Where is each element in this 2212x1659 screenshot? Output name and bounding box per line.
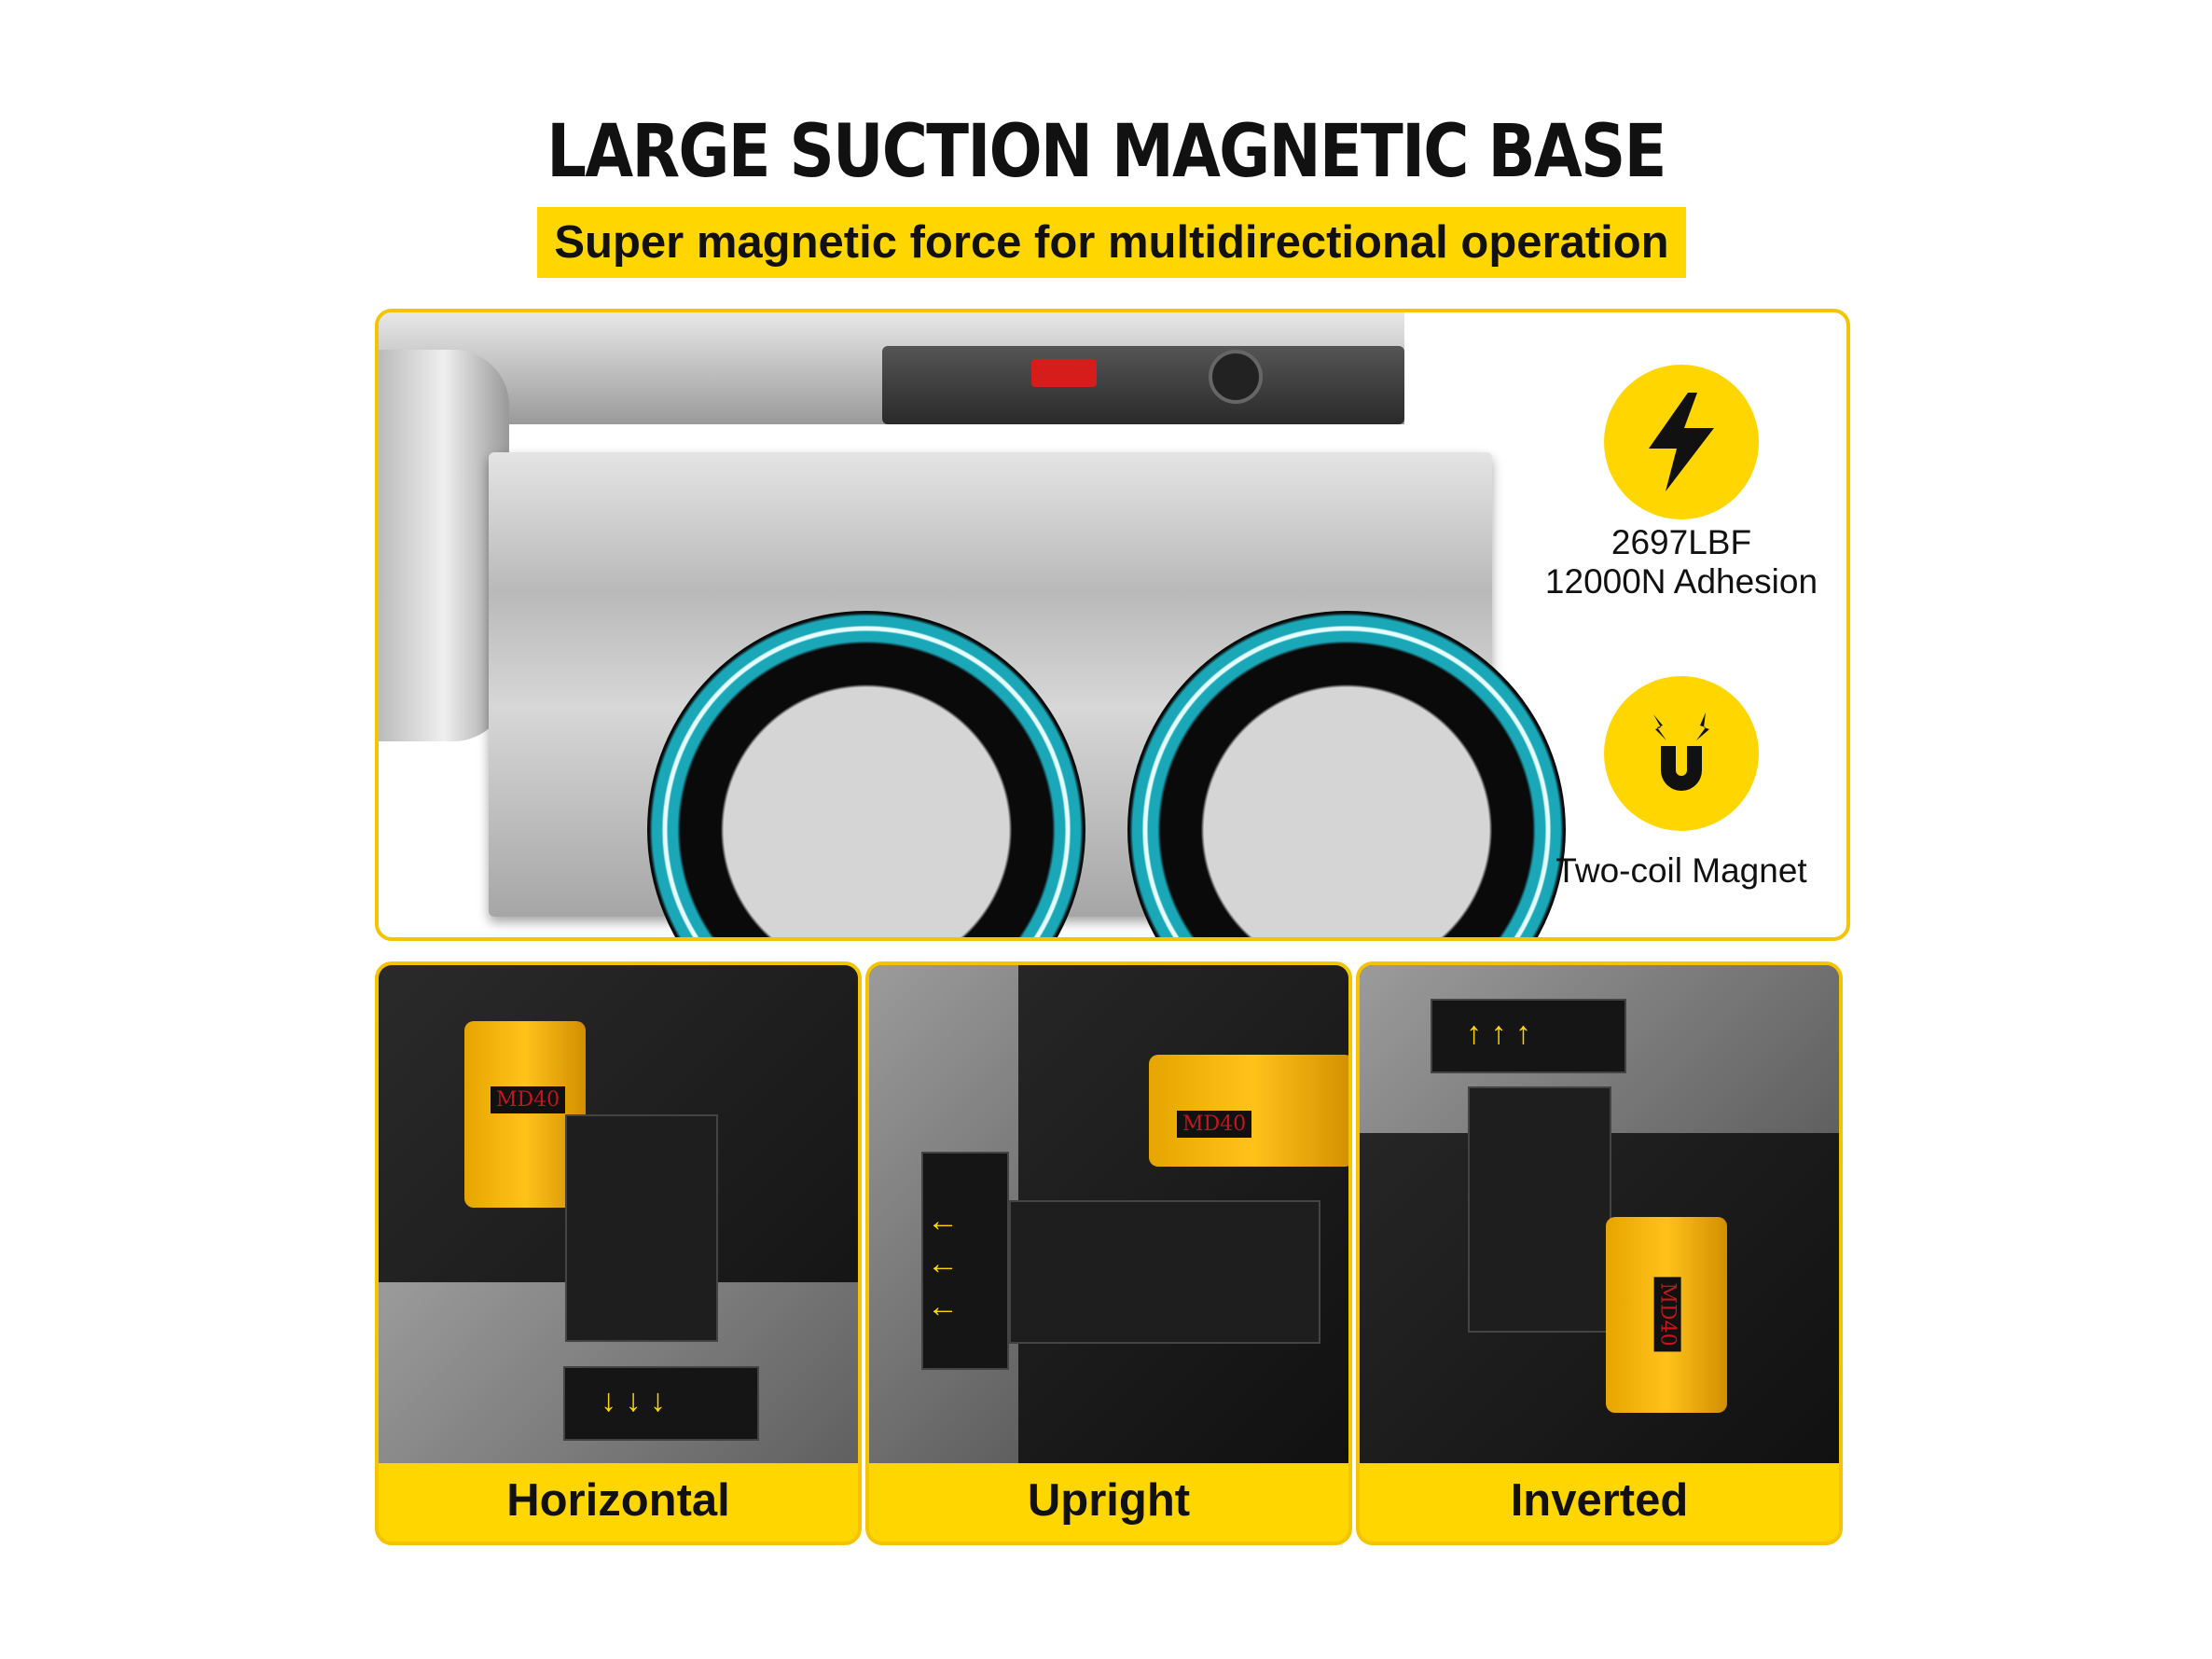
orientation-label: Horizontal (506, 1475, 730, 1526)
red-switch (1031, 359, 1097, 387)
magnetic-base-panel: 2697LBF 12000N Adhesion Two-coil Magnet (375, 309, 1850, 941)
subtitle-banner: Super magnetic force for multidirectiona… (537, 207, 1686, 278)
arrow-down-icons: ↓ ↓ ↓ (601, 1383, 666, 1418)
control-plate (882, 346, 1404, 424)
drill-model-label: MD40 (491, 1086, 566, 1113)
drill-model-label: MD40 (1653, 1277, 1681, 1352)
lightning-bolt-icon (1604, 365, 1759, 519)
horseshoe-magnet-icon (1604, 676, 1759, 831)
magnet-coil-right (1127, 611, 1566, 937)
magnet-label: Two-coil Magnet (1555, 851, 1807, 890)
upright-photo: MD40 ←←← (869, 965, 1348, 1463)
magnet-foot (563, 1366, 759, 1441)
control-knob (1209, 350, 1263, 404)
orientation-horizontal: MD40 ↓ ↓ ↓ Horizontal (375, 961, 862, 1545)
orientation-label: Inverted (1510, 1475, 1689, 1526)
motor-body (379, 350, 509, 741)
arrow-up-icons: ↑ ↑ ↑ (1466, 1016, 1531, 1051)
adhesion-lbf: 2697LBF (1611, 523, 1752, 561)
magnetic-base (1009, 1200, 1320, 1344)
drill-model-label: MD40 (1177, 1111, 1252, 1138)
orientation-inverted: ↑ ↑ ↑ MD40 Inverted (1356, 961, 1843, 1545)
arrow-left-icons: ←←← (927, 1203, 959, 1324)
adhesion-newton: 12000N Adhesion (1544, 562, 1818, 601)
magnetic-base (1468, 1086, 1611, 1333)
adhesion-text: 2697LBF 12000N Adhesion (1516, 523, 1846, 601)
orientation-upright: MD40 ←←← Upright (865, 961, 1352, 1545)
inverted-photo: ↑ ↑ ↑ MD40 (1360, 965, 1839, 1463)
magnet-base-block (489, 452, 1566, 937)
orientation-label: Upright (1027, 1475, 1191, 1526)
magnet-foot (1431, 999, 1626, 1073)
magnet-foot (921, 1152, 1009, 1370)
magnetic-base (565, 1114, 718, 1342)
page-title: LARGE SUCTION MAGNETIC BASE (546, 110, 1666, 194)
horizontal-photo: MD40 ↓ ↓ ↓ (379, 965, 858, 1463)
magnet-coil-left (647, 611, 1085, 937)
